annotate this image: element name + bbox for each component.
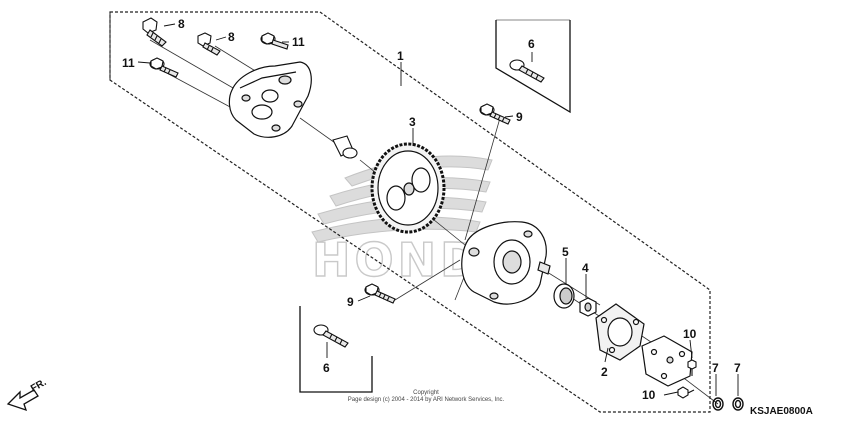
o-ring-7-left [712, 397, 724, 411]
callout-11-left: 11 [122, 56, 135, 70]
bolt-8-right [197, 32, 221, 56]
o-ring-7-right [732, 397, 744, 411]
callout-8-right: 8 [228, 30, 235, 44]
bolt-6-top [509, 59, 545, 83]
leader-lines [137, 23, 739, 396]
pump-body [461, 221, 551, 305]
bolt-8-left [142, 17, 167, 47]
inset-frame-bottom [299, 306, 373, 393]
screw-10-upper [687, 359, 697, 376]
front-direction-label: FR. [29, 377, 49, 395]
callout-3: 3 [409, 115, 416, 129]
outer-rotor-gasket [595, 303, 645, 361]
callout-8-left: 8 [178, 17, 185, 31]
callout-7-right: 7 [734, 361, 741, 375]
callout-6-top: 6 [528, 37, 535, 51]
callout-10-lower: 10 [642, 388, 656, 402]
pump-end-plate [641, 335, 693, 387]
thrust-washer [553, 283, 575, 309]
callout-10-upper: 10 [683, 327, 697, 341]
callout-4: 4 [582, 261, 589, 275]
callout-9-lower: 9 [347, 295, 354, 309]
dowel-pin [332, 135, 358, 159]
bolt-11-left [149, 57, 179, 78]
copyright-text: Page design (c) 2004 - 2014 by ARI Netwo… [348, 397, 505, 403]
callout-2: 2 [601, 365, 608, 379]
reference-code: KSJAE0800A [750, 406, 813, 417]
copyright-title: Copyright [413, 390, 439, 396]
callout-11-right: 11 [292, 35, 305, 49]
callout-1: 1 [397, 49, 404, 63]
callout-9-upper: 9 [516, 110, 523, 124]
bolt-9-lower [364, 283, 396, 304]
bolt-11-right [260, 32, 289, 50]
bolt-9-upper [479, 103, 511, 125]
callout-5: 5 [562, 245, 569, 259]
front-direction-arrow-icon [6, 389, 39, 412]
inner-rotor [579, 297, 597, 317]
driven-gear [370, 142, 446, 234]
bolt-6-bottom [313, 324, 349, 348]
callout-7-left: 7 [712, 361, 719, 375]
screw-10-lower [677, 386, 695, 399]
inset-frame-top [495, 19, 571, 114]
callout-6-bottom: 6 [323, 361, 330, 375]
pump-cover [228, 61, 312, 138]
